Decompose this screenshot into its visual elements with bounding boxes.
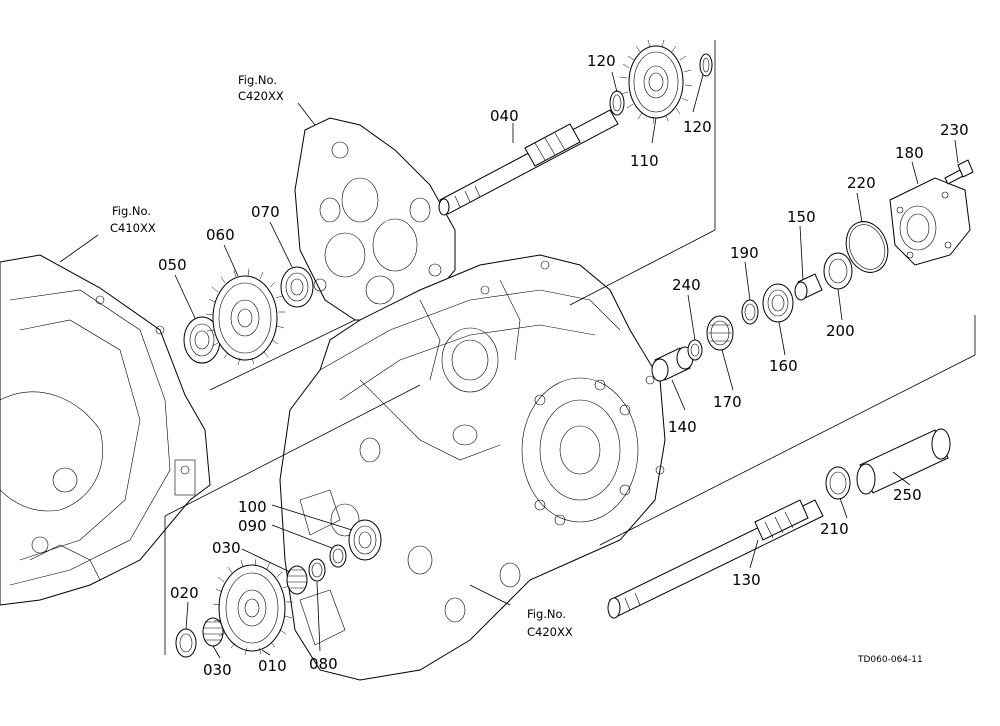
callout-160: 160 — [769, 357, 798, 375]
callout-240: 240 — [672, 276, 701, 294]
callout-190: 190 — [730, 244, 759, 262]
ring-240 — [687, 339, 703, 361]
callout-180: 180 — [895, 144, 924, 162]
bearing-170 — [706, 315, 734, 351]
collar-080 — [308, 558, 326, 582]
ring-090 — [329, 544, 347, 568]
figure-ref-bottom: Fig.No. C420XX — [527, 607, 573, 639]
gear-010 — [212, 558, 293, 656]
gear-060 — [205, 268, 285, 366]
callout-110: 110 — [630, 152, 659, 170]
bearing-100 — [348, 519, 382, 561]
circlip-120-left — [609, 90, 625, 116]
callout-120-left: 120 — [587, 52, 616, 70]
callout-040: 040 — [490, 107, 519, 125]
callout-080: 080 — [309, 655, 338, 673]
svg-text:Fig.No.: Fig.No. — [112, 204, 151, 218]
gear-110 — [619, 39, 693, 125]
figure-ref-left: Fig.No. C410XX — [110, 204, 156, 235]
callout-230: 230 — [940, 121, 969, 139]
svg-text:Fig.No.: Fig.No. — [527, 607, 566, 621]
callout-130: 130 — [732, 571, 761, 589]
assembly-frame-lines — [164, 40, 976, 655]
callout-010: 010 — [258, 657, 287, 675]
callout-090: 090 — [238, 517, 267, 535]
shaft-040 — [438, 109, 619, 216]
leader-lines — [59, 71, 959, 659]
bearing-070 — [280, 266, 314, 308]
bearing-160 — [762, 283, 794, 323]
callout-150: 150 — [787, 208, 816, 226]
svg-text:C420XX: C420XX — [527, 625, 573, 639]
shaft-130 — [607, 499, 824, 619]
callout-060: 060 — [206, 226, 235, 244]
left-housing — [0, 254, 211, 606]
callout-250: 250 — [893, 486, 922, 504]
callout-020: 020 — [170, 584, 199, 602]
collar-020 — [175, 628, 197, 658]
circlip-120-right — [699, 53, 713, 77]
seal-210 — [825, 466, 851, 500]
callout-100: 100 — [238, 498, 267, 516]
bearing-050 — [183, 316, 221, 364]
callout-140: 140 — [668, 418, 697, 436]
bolt-230 — [944, 159, 974, 185]
pipe-250 — [856, 428, 951, 495]
collar-150 — [794, 273, 823, 301]
cover-180 — [889, 177, 971, 266]
oil-seal-200 — [823, 252, 853, 290]
circlip-190 — [741, 299, 759, 325]
callout-labels: 040 120 120 110 230 180 220 150 190 240 … — [158, 52, 969, 679]
needle-bearing-030-upper — [286, 565, 308, 595]
needle-bearing-030-lower — [202, 617, 224, 647]
callout-170: 170 — [713, 393, 742, 411]
callout-030-upper: 030 — [212, 539, 241, 557]
figure-ref-top: Fig.No. C420XX — [238, 73, 284, 103]
callout-200: 200 — [826, 322, 855, 340]
drawing-code: TD060-064-11 — [857, 655, 923, 665]
callout-050: 050 — [158, 256, 187, 274]
svg-text:C410XX: C410XX — [110, 221, 156, 235]
callout-220: 220 — [847, 174, 876, 192]
main-transmission-housing — [279, 254, 666, 681]
svg-text:C420XX: C420XX — [238, 89, 284, 103]
callout-030-lower: 030 — [203, 661, 232, 679]
callout-210: 210 — [820, 520, 849, 538]
svg-text:Fig.No.: Fig.No. — [238, 73, 277, 87]
callout-120-right: 120 — [683, 118, 712, 136]
bush-140 — [651, 346, 694, 382]
callout-070: 070 — [251, 203, 280, 221]
o-ring-220 — [845, 221, 889, 273]
